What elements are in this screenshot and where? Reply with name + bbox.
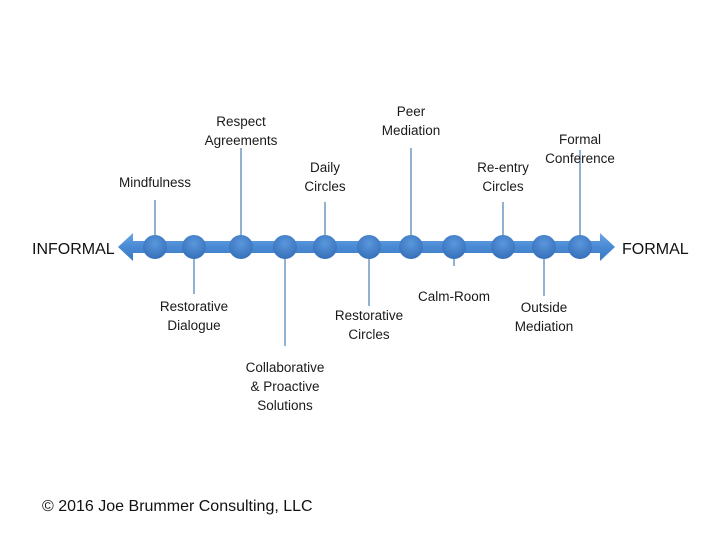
node-label-line: Calm-Room xyxy=(417,289,491,304)
node-label: Calm-Room xyxy=(418,287,490,306)
node-label-line: Restorative xyxy=(159,299,229,314)
timeline-node xyxy=(491,235,515,259)
node-label-line: & Proactive xyxy=(250,379,320,394)
node-label-line: Mediation xyxy=(514,319,574,334)
timeline-node xyxy=(357,235,381,259)
node-label: Mindfulness xyxy=(119,173,191,192)
node-label-line: Collaborative xyxy=(245,360,325,375)
node-label-line: Daily xyxy=(309,160,341,175)
copyright-notice: © 2016 Joe Brummer Consulting, LLC xyxy=(42,498,313,515)
node-label-line: Conference xyxy=(545,151,615,166)
node-label-line: Mindfulness xyxy=(118,175,192,190)
node-label-line: Peer xyxy=(396,104,426,119)
timeline-node xyxy=(532,235,556,259)
timeline-node xyxy=(143,235,167,259)
informal-label: INFORMAL xyxy=(32,241,115,258)
node-label-line: Circles xyxy=(348,327,390,342)
node-label-line: Outside xyxy=(520,300,568,315)
timeline-node xyxy=(229,235,253,259)
node-label-line: Dialogue xyxy=(167,318,221,333)
formal-label: FORMAL xyxy=(622,241,689,258)
timeline-node xyxy=(399,235,423,259)
node-label-line: Circles xyxy=(304,179,346,194)
timeline-node xyxy=(442,235,466,259)
node-label-line: Solutions xyxy=(257,398,313,413)
timeline-node xyxy=(568,235,592,259)
timeline-node xyxy=(313,235,337,259)
node-label-line: Re-entry xyxy=(477,160,529,175)
timeline-node xyxy=(273,235,297,259)
node-label-line: Mediation xyxy=(381,123,441,138)
node-label-line: Circles xyxy=(482,179,524,194)
node-label-line: Formal xyxy=(558,132,602,147)
node-label-line: Restorative xyxy=(334,308,404,323)
timeline-node xyxy=(182,235,206,259)
node-label-line: Respect xyxy=(216,114,266,129)
node-label-line: Agreements xyxy=(204,133,278,148)
